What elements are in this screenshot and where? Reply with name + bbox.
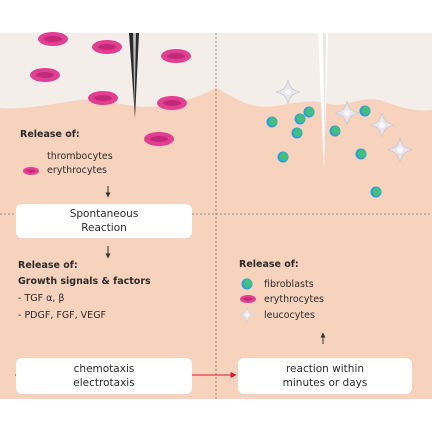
release-title-growth: Release of: (18, 260, 78, 271)
release-title-left: Release of: (20, 129, 80, 140)
needle-right-icon (318, 33, 328, 170)
reaction-line-1: reaction within (285, 363, 365, 375)
fibroblasts-label: fibroblasts (264, 279, 314, 290)
thrombocytes-label: thrombocytes (47, 151, 113, 162)
factor-item-2: - PDGF, FGF, VEGF (18, 310, 107, 321)
chemotaxis-box: chemotaxis electrotaxis (16, 358, 192, 394)
reaction-time-box: reaction within minutes or days (238, 358, 412, 394)
electrotaxis-label: electrotaxis (73, 377, 135, 389)
growth-signals-title: Growth signals & factors (18, 276, 151, 287)
erythrocyte-legend-icon (240, 295, 256, 303)
reaction-line-2: minutes or days (282, 377, 368, 389)
fibroblast-icon (241, 278, 253, 290)
erythrocyte-icon (23, 167, 39, 175)
box-line-1: Spontaneous (69, 208, 139, 220)
erythrocytes-legend-label: erythrocytes (264, 294, 324, 305)
spontaneous-reaction-box: Spontaneous Reaction (16, 204, 192, 238)
release-title-right: Release of: (239, 259, 299, 270)
erythrocytes-label: erythrocytes (47, 165, 107, 176)
box-line-2: Reaction (81, 222, 127, 234)
leucocytes-label: leucocytes (264, 310, 315, 321)
chemotaxis-label: chemotaxis (73, 363, 135, 375)
needle-left-icon (129, 33, 139, 118)
factor-item-1: - TGF α, β (18, 293, 65, 304)
